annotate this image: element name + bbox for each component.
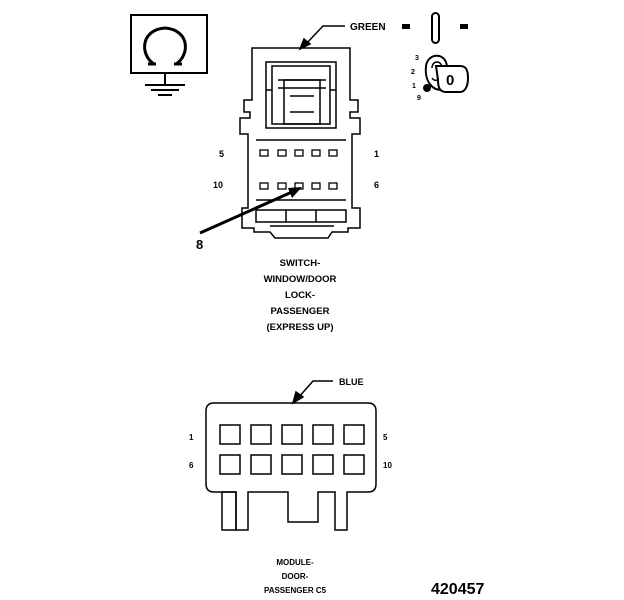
cavity: [250, 424, 272, 445]
title-line: LOCK-: [284, 290, 316, 301]
pin-label-1: 1: [189, 433, 194, 442]
ignition-key-icon: [423, 54, 470, 93]
title-line: PASSENGER: [270, 306, 330, 317]
title-line: PASSENGER C5: [263, 586, 327, 595]
pin-label-6: 6: [189, 461, 194, 470]
switch-connector-body: [239, 47, 361, 239]
cavity-8-callout-arrow: [199, 187, 302, 235]
module-connector-cavities: [219, 424, 365, 475]
cavity: [250, 454, 272, 475]
pin-label-10: 10: [213, 180, 223, 190]
cavity: [277, 182, 287, 190]
cavity: [328, 182, 338, 190]
ground-symbol-icon: [130, 14, 208, 96]
cavity: [259, 182, 269, 190]
cavity: [311, 149, 321, 157]
title-line: WINDOW/DOOR: [263, 274, 337, 285]
cavity: [219, 454, 241, 475]
cavity: [259, 149, 269, 157]
figure-number: 420457: [431, 581, 484, 598]
switch-connector-cavities: [259, 149, 338, 190]
cavity: [311, 182, 321, 190]
cavity: [294, 149, 304, 157]
module-connector-title: MODULE- DOOR- PASSENGER C5: [235, 556, 355, 598]
cavity: [343, 424, 365, 445]
key-position-0: 0: [446, 72, 454, 89]
pin-label-10: 10: [383, 461, 392, 470]
cavity: [328, 149, 338, 157]
pin-label-1: 1: [374, 149, 379, 159]
cavity-8-callout-label: 8: [196, 237, 203, 252]
module-connector-body: [205, 402, 377, 531]
cavity: [312, 424, 334, 445]
green-color-label: GREEN: [350, 22, 386, 33]
key-position-2: 2: [411, 69, 415, 76]
blue-color-label: BLUE: [339, 377, 364, 387]
pin-label-6: 6: [374, 180, 379, 190]
cavity: [281, 424, 303, 445]
key-position-9: 9: [417, 95, 421, 102]
switch-position-bars-icon: [402, 12, 468, 44]
title-line: SWITCH-: [279, 258, 321, 269]
cavity: [281, 454, 303, 475]
cavity: [343, 454, 365, 475]
switch-connector-title: SWITCH- WINDOW/DOOR LOCK- PASSENGER (EXP…: [230, 256, 370, 336]
key-position-3: 3: [415, 55, 419, 62]
key-position-1: 1: [412, 83, 416, 90]
green-callout-arrow: [298, 25, 345, 51]
cavity: [219, 424, 241, 445]
cavity: [277, 149, 287, 157]
blue-callout-arrow: [291, 380, 333, 405]
title-line: (EXPRESS UP): [266, 322, 334, 333]
title-line: MODULE-: [276, 558, 314, 567]
pin-label-5: 5: [383, 433, 388, 442]
title-line: DOOR-: [281, 572, 309, 581]
pin-label-5: 5: [219, 149, 224, 159]
cavity: [312, 454, 334, 475]
